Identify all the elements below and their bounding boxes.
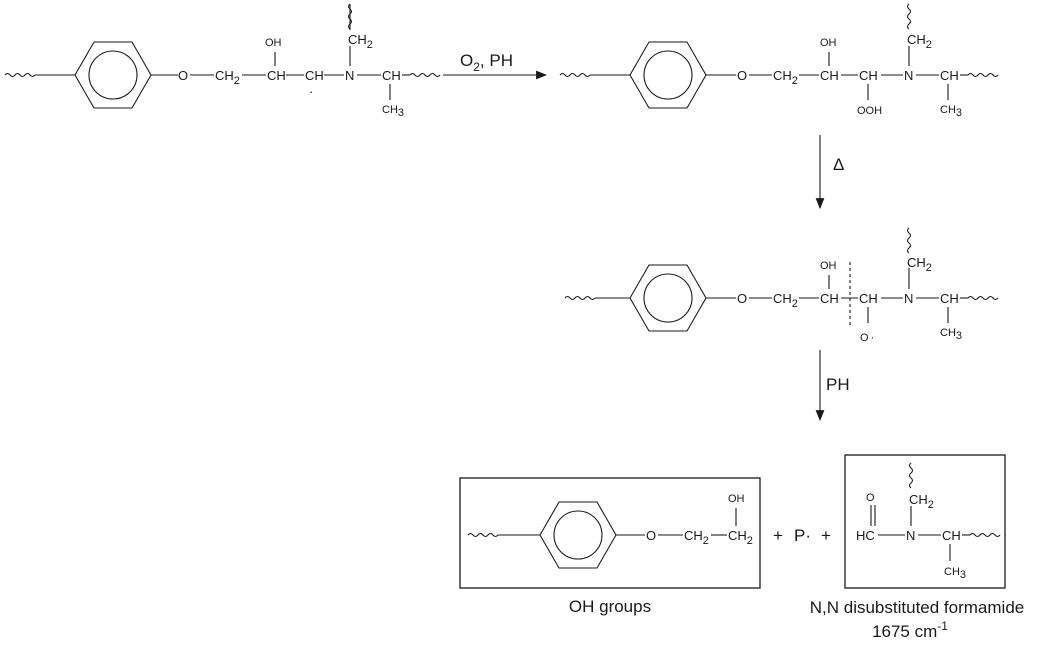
abstraction-reagent: PH [826,375,850,394]
methyl-label: CH3 [944,566,966,581]
product-box-oh [459,477,761,589]
methine-ch: CH [382,68,401,83]
n-methylene-label: CH2 [907,255,932,274]
amine-nitrogen: N [904,291,913,306]
caption-formamide: N,N disubstituted formamide [810,598,1024,617]
benzene-ring [539,501,617,569]
hydroperoxide-label: OOH [857,105,882,117]
structure-alkoxy-radical: O CH2 CH OH CH O· N CH2 CH CH3 [564,227,999,344]
carbinol-ch: CH [820,68,839,83]
amide-nitrogen: N [906,528,915,543]
caption-wavenumber: 1675 cm-1 [872,619,948,641]
aromatic-circle [88,50,138,100]
hydroxyl-label: OH [265,37,282,49]
arrow-heat: Δ [815,135,844,210]
ether-oxygen: O [646,528,656,543]
plus-sign-2: + [821,526,831,545]
methylene-label: CH2 [684,528,709,547]
product-formamide: O HC N CH2 CH CH3 [844,454,1006,589]
carbinol-ch: CH [820,291,839,306]
amine-nitrogen: N [904,68,913,83]
methine-ch: CH [940,68,959,83]
methylene-label: CH2 [773,291,798,310]
product-oh-groups: O CH2 CH2 OH [459,477,761,589]
aromatic-circle [553,510,603,560]
n-methylene-label: CH2 [907,32,932,51]
structure-hydroperoxide: O CH2 CH OH CH OOH N CH2 CH CH3 [559,3,999,119]
carbonyl-oxygen: O [866,492,875,504]
terminal-methylene: CH2 [728,528,753,547]
carbinol-ch: CH [267,68,286,83]
radical-carbon: CH [305,68,324,83]
methine-ch: CH [940,291,959,306]
alkoxy-carbon: CH [859,291,878,306]
aromatic-circle [643,273,693,323]
radical-dot: · [309,84,313,99]
hydroperoxide-carbon: CH [859,68,878,83]
methylene-label: CH2 [773,68,798,87]
ether-oxygen: O [737,291,747,306]
product-box-formamide [844,454,1006,589]
ether-oxygen: O [737,68,747,83]
methine-ch: CH [942,528,961,543]
alkoxy-oxygen: O· [860,332,874,344]
plus-sign-1: + [773,526,783,545]
methyl-label: CH3 [382,104,404,119]
polymer-radical: P· [794,526,811,545]
n-methylene-label: CH2 [909,492,934,511]
chain-squiggle-vertical [347,3,353,30]
hydroxyl-label: OH [728,493,745,505]
oxidation-reagent: O2, PH [460,51,513,74]
heat-symbol: Δ [833,155,844,174]
formyl-label: HC [856,528,875,543]
benzene-ring [629,41,707,109]
ether-oxygen: O [178,68,188,83]
methyl-label: CH3 [940,104,962,119]
methylene-label: CH2 [215,68,240,87]
arrow-hydrogen-abstraction: PH [815,350,850,422]
hydroxyl-label: OH [820,37,837,49]
caption-oh-groups: OH groups [569,597,651,616]
benzene-ring [74,41,152,109]
polymer-chain-squiggle [4,72,36,78]
benzene-ring [629,264,707,332]
structure-radical: O CH2 CH OH CH · N CH2 CH CH3 [4,3,441,119]
hydroxyl-label: OH [820,260,837,272]
methyl-label: CH3 [940,327,962,342]
amine-nitrogen: N [345,68,354,83]
n-methylene-label: CH2 [348,32,373,51]
aromatic-circle [643,50,693,100]
arrow-oxidation: O2, PH [443,51,548,80]
